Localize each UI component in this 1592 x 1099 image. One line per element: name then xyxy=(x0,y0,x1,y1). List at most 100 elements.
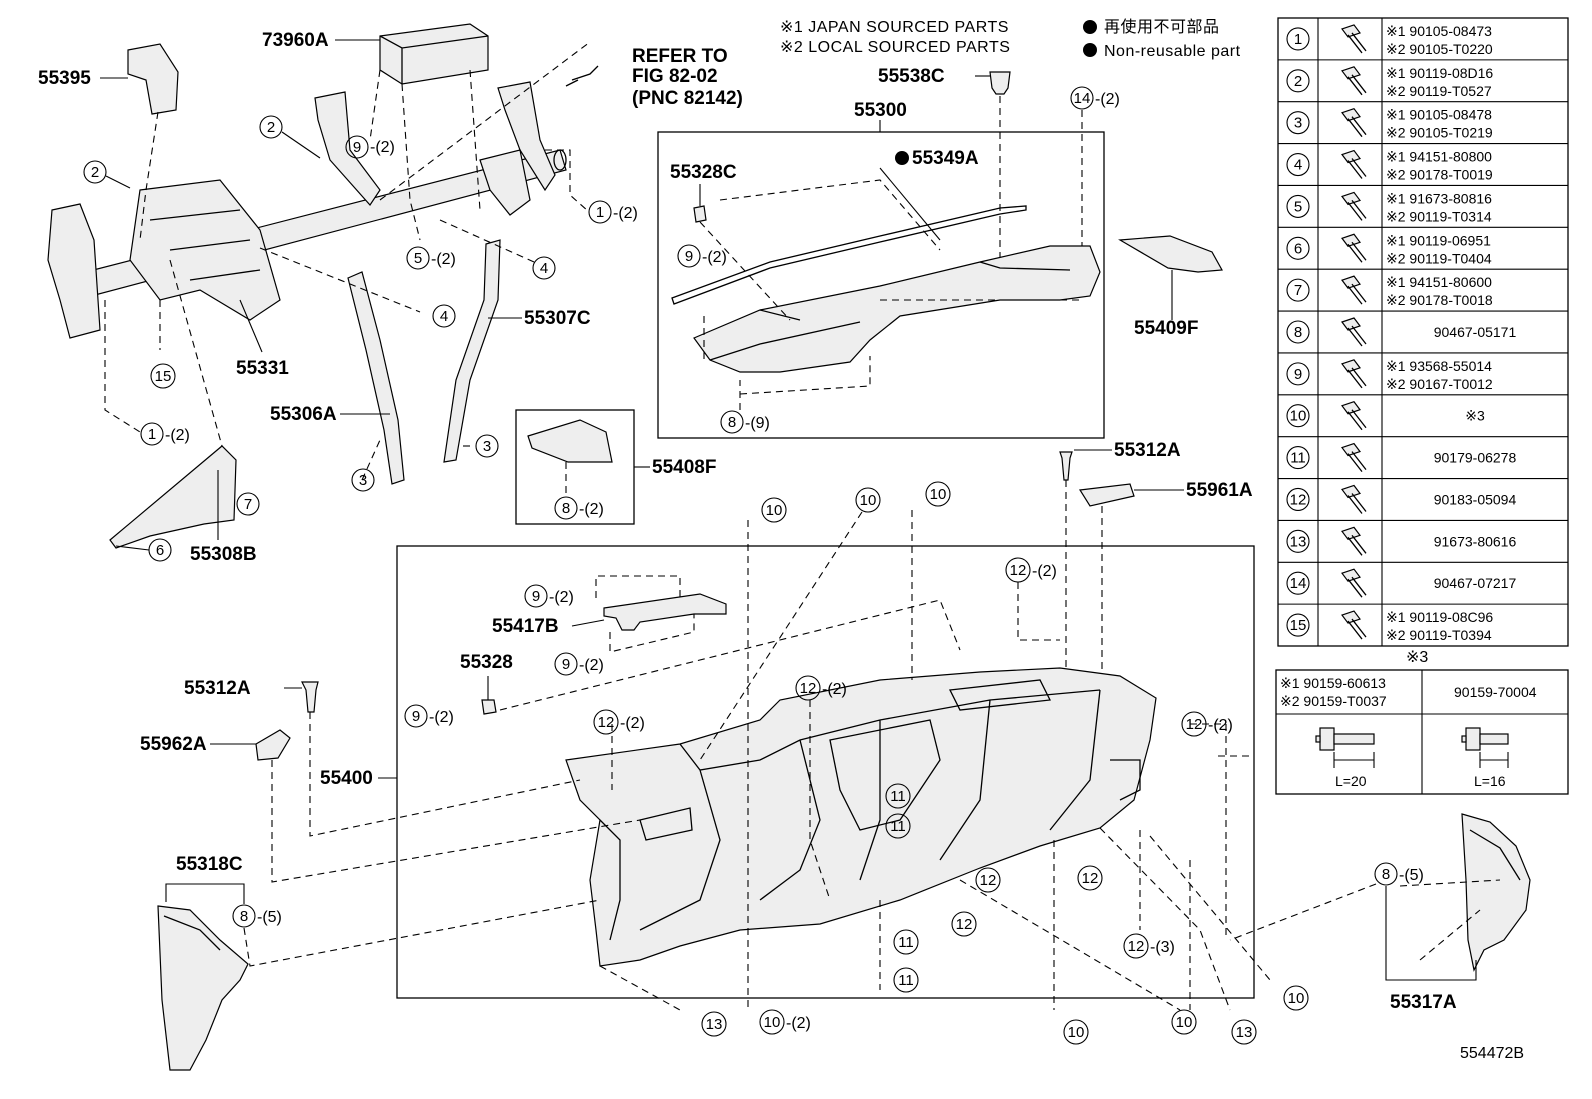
svg-text:15: 15 xyxy=(155,368,172,385)
svg-text:-(2): -(2) xyxy=(702,249,727,266)
left-callouts: 9 -(2) 2 2 1 -(2) 5 -(2) 4 4 15 1 -(2) 3… xyxy=(83,115,638,562)
svg-text:-(2): -(2) xyxy=(1032,563,1057,580)
ref3-right: 90159-70004 xyxy=(1454,684,1537,700)
fastener-row: 5 ※1 91673-80816 ※2 90119-T0314 xyxy=(1278,184,1568,228)
svg-text:-(2): -(2) xyxy=(1208,717,1233,734)
svg-text:10: 10 xyxy=(1176,1014,1193,1031)
ref3-left-local: ※2 90159-T0037 xyxy=(1280,693,1387,709)
svg-text:6: 6 xyxy=(156,542,164,559)
svg-text:10: 10 xyxy=(764,1014,781,1031)
fastener-part-number-local: ※2 90119-T0314 xyxy=(1386,208,1492,224)
svg-text:4: 4 xyxy=(540,260,548,277)
fastener-part-number-jp: ※1 90119-08D16 xyxy=(1386,65,1493,81)
bracket-55308B xyxy=(109,445,237,549)
fastener-row: 6※1 90119-06951※2 90119-T0404 xyxy=(1278,226,1568,270)
fastener-row: 2※1 90119-08D16※2 90119-T0527 xyxy=(1278,59,1568,102)
svg-text:12: 12 xyxy=(956,916,973,933)
bracket-55417B xyxy=(603,593,727,631)
bottom-callouts: 13 10 -(2) 10 10 13 10 xyxy=(701,985,1309,1045)
fastener-part-number-local: ※2 90119-T0394 xyxy=(1386,627,1492,643)
fastener-part-number-local: ※2 90178-T0019 xyxy=(1386,167,1493,183)
fastener-icon xyxy=(1341,401,1367,431)
non-reusable-dot-icon xyxy=(895,151,909,165)
fastener-number: 4 xyxy=(1294,157,1302,174)
fastener-number: 5 xyxy=(1294,198,1302,215)
screw-55312A-right xyxy=(1059,451,1073,481)
fastener-part-number-jp: ※1 90119-08C96 xyxy=(1386,609,1493,625)
fastener-icon xyxy=(1341,191,1367,221)
panel-55409F xyxy=(1118,235,1223,273)
svg-text:-(2): -(2) xyxy=(822,681,847,698)
label-55961A: 55961A xyxy=(1186,480,1253,501)
fastener-part-number-jp: ※1 94151-80600 xyxy=(1386,274,1492,290)
label-55408F: 55408F xyxy=(652,457,716,478)
fastener-row: 3※1 90105-08478※2 90105-T0219 xyxy=(1278,101,1568,144)
ref3-left-length: L=20 xyxy=(1335,773,1367,789)
svg-text:-(3): -(3) xyxy=(1150,939,1175,956)
fastener-part-number-jp: ※1 91673-80816 xyxy=(1386,190,1492,206)
fastener-part-number-local: ※2 90119-T0404 xyxy=(1386,250,1492,266)
center-brace xyxy=(129,179,281,321)
illustration-number: 554472B xyxy=(1460,1045,1524,1062)
label-55331: 55331 xyxy=(236,358,289,379)
fastener-part-number: 91673-80616 xyxy=(1434,533,1517,549)
svg-text:-(2): -(2) xyxy=(579,501,604,518)
svg-text:4: 4 xyxy=(440,308,448,325)
left-end-bracket xyxy=(47,203,101,339)
fastener-row: 9※1 93568-55014※2 90167-T0012 xyxy=(1278,352,1568,395)
right-upper-bracket xyxy=(497,81,556,192)
svg-text:12: 12 xyxy=(1186,716,1203,733)
brace-55307C xyxy=(443,239,501,463)
fastener-part-number-jp: ※1 90105-08473 xyxy=(1386,23,1492,39)
vent-opening xyxy=(639,807,693,841)
fastener-icon xyxy=(1341,24,1367,54)
svg-text:7: 7 xyxy=(244,496,252,513)
side-cover-55317A xyxy=(1461,813,1531,972)
svg-text:9: 9 xyxy=(685,248,693,265)
fastener-number: 11 xyxy=(1290,450,1306,467)
svg-text:9: 9 xyxy=(412,708,420,725)
label-55349A: 55349A xyxy=(912,148,979,169)
label-55538C: 55538C xyxy=(878,66,945,87)
upper-panel-pad xyxy=(693,245,1101,373)
ref3-left-jp: ※1 90159-60613 xyxy=(1280,675,1386,691)
fastener-part-number-jp: ※1 90105-08478 xyxy=(1386,107,1492,123)
svg-text:12: 12 xyxy=(800,680,817,697)
svg-text:8: 8 xyxy=(240,908,248,925)
svg-text:10: 10 xyxy=(860,492,877,509)
svg-text:-(2): -(2) xyxy=(786,1015,811,1032)
svg-text:8: 8 xyxy=(728,414,736,431)
fastener-icon xyxy=(1341,149,1367,179)
fastener-number: 6 xyxy=(1294,240,1302,257)
fastener-part-number-local: ※2 90105-T0220 xyxy=(1386,41,1493,57)
svg-text:14: 14 xyxy=(1074,90,1091,107)
label-55962A: 55962A xyxy=(140,734,207,755)
label-55317A: 55317A xyxy=(1390,992,1457,1013)
fastener-icon xyxy=(1341,484,1367,514)
refer-line-3: (PNC 82142) xyxy=(632,88,743,109)
svg-text:11: 11 xyxy=(890,818,906,835)
fastener-row: 4※1 94151-80800※2 90178-T0019 xyxy=(1278,143,1568,186)
label-55409F: 55409F xyxy=(1134,318,1198,339)
svg-text:-(2): -(2) xyxy=(579,657,604,674)
svg-text:11: 11 xyxy=(898,972,914,989)
fastener-number: 3 xyxy=(1294,115,1302,132)
label-55417B: 55417B xyxy=(492,616,559,637)
svg-text:-(9): -(9) xyxy=(745,415,770,432)
fastener-icon xyxy=(1341,233,1367,263)
svg-text:12: 12 xyxy=(1010,562,1027,579)
fastener-number: 7 xyxy=(1294,282,1302,299)
svg-text:2: 2 xyxy=(91,164,99,181)
clip-55538C xyxy=(989,71,1011,95)
svg-text:3: 3 xyxy=(483,438,491,455)
svg-text:1: 1 xyxy=(148,426,156,443)
svg-text:9: 9 xyxy=(562,656,570,673)
non-reusable-dot-icon xyxy=(1083,20,1097,34)
clip-55328C xyxy=(693,205,707,223)
svg-text:2: 2 xyxy=(267,119,275,136)
note-non-reusable-en: Non-reusable part xyxy=(1104,43,1241,60)
insert-55962A xyxy=(255,729,291,761)
